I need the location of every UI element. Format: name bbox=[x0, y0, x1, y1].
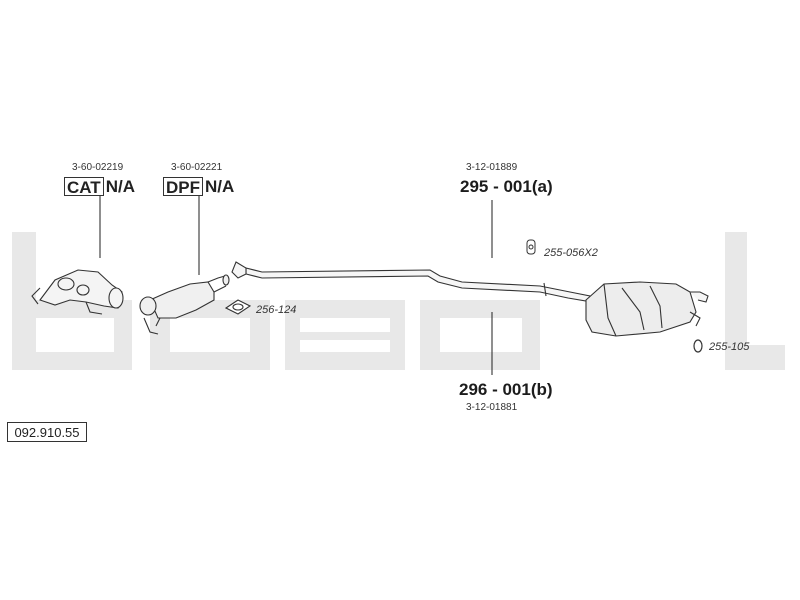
front-pipe-part bbox=[231, 261, 593, 303]
reference-number-box: 092.910.55 bbox=[7, 422, 87, 442]
hanger-rubber-255-056x2-part bbox=[526, 239, 536, 255]
gasket-256-124-part bbox=[224, 299, 252, 315]
dpf-part bbox=[139, 274, 230, 335]
gasket-code: 256-124 bbox=[256, 304, 297, 316]
front-pipe-part-number: 295 - 001(a) bbox=[460, 177, 553, 196]
cat-tag: CAT N/A bbox=[64, 176, 135, 197]
cat-label: CAT bbox=[64, 176, 104, 197]
dpf-tag: DPF N/A bbox=[163, 176, 235, 197]
front-pipe-code: 3-12-01889 bbox=[466, 162, 518, 173]
dpf-code: 3-60-02221 bbox=[171, 162, 223, 173]
dpf-value: N/A bbox=[205, 176, 235, 196]
catalytic-converter-part bbox=[31, 269, 124, 315]
rear-silencer-code: 3-12-01881 bbox=[466, 402, 518, 413]
cat-code: 3-60-02219 bbox=[72, 162, 124, 173]
ring-code: 255-105 bbox=[709, 341, 750, 353]
rear-silencer-part-number: 296 - 001(b) bbox=[459, 380, 553, 399]
rear-silencer-part bbox=[585, 281, 709, 337]
hanger-rubber-code: 255-056X2 bbox=[544, 247, 598, 259]
ring-255-105-part bbox=[693, 339, 703, 353]
cat-value: N/A bbox=[105, 176, 135, 196]
dpf-label: DPF bbox=[163, 176, 203, 197]
